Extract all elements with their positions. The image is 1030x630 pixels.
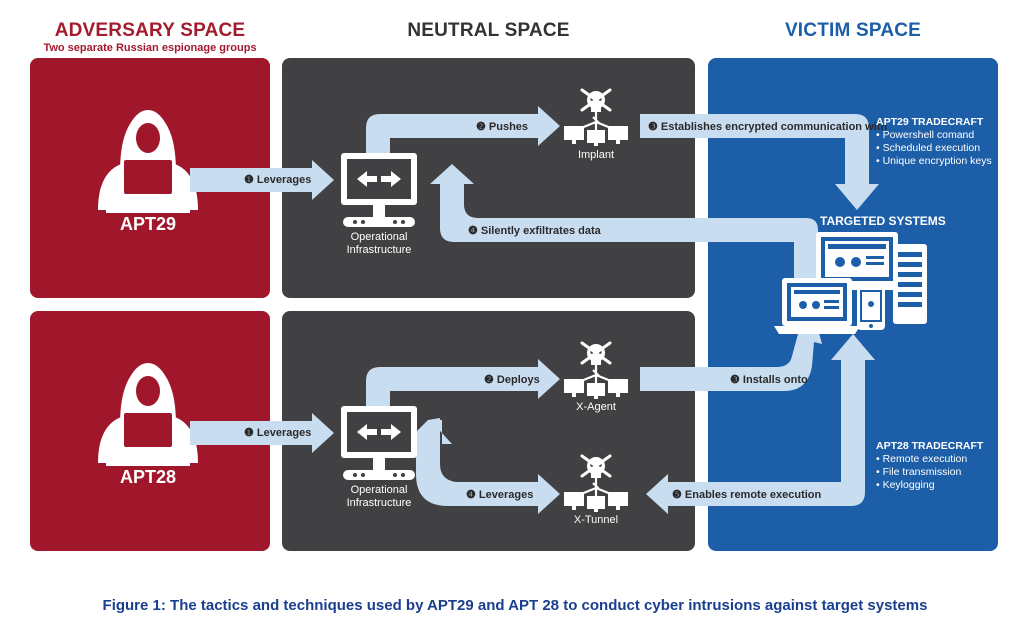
arrow-bottom-enables [646, 334, 875, 514]
infrastructure-line-1: Operational [350, 231, 408, 243]
skull-network-icon-implant [562, 88, 630, 148]
step-bottom-leverages-down: ❹ Leverages [466, 489, 534, 501]
figure-caption: Figure 1: The tactics and techniques use… [102, 597, 928, 614]
step-bottom-deploys: ❷ Deploys [484, 374, 540, 386]
arrow-top-establishes [640, 114, 879, 210]
step-bottom-enables: ❺ Enables remote execution [672, 489, 822, 501]
step-bottom-leverages: ❶ Leverages [244, 427, 312, 439]
tradecraft-apt29-title: APT29 TRADECRAFT [876, 116, 984, 128]
xtunnel-label: X-Tunnel [573, 514, 619, 526]
monitor-arrows-icon-top [341, 153, 417, 227]
infrastructure-label-bottom: Operational Infrastructure [319, 484, 439, 510]
arrow-top-leverages [190, 160, 334, 200]
arrow-bottom-installs [640, 318, 822, 391]
adversary-space-subtitle: Two separate Russian espionage groups [43, 42, 257, 54]
arrow-top-exfiltrates [430, 164, 818, 282]
step-bottom-installs: ❸ Installs onto [730, 374, 808, 386]
arrow-bottom-leverages [190, 413, 334, 453]
neutral-space-header: NEUTRAL SPACE [407, 20, 570, 41]
infrastructure-label-top: Operational Infrastructure [319, 231, 439, 257]
tradecraft-item: • Unique encryption keys [876, 155, 992, 167]
tradecraft-item: • Powershell comand [876, 129, 975, 141]
arrow-top-pushes [366, 106, 560, 160]
tradecraft-item: • Keylogging [876, 479, 935, 491]
infrastructure-line-1: Operational [350, 484, 408, 496]
xagent-label: X-Agent [576, 401, 616, 413]
arrow-bottom-deploys [366, 359, 560, 413]
tradecraft-apt28-title: APT28 TRADECRAFT [876, 440, 984, 452]
tradecraft-item: • Remote execution [876, 453, 968, 465]
skull-network-icon-xagent [562, 341, 630, 401]
implant-label: Implant [577, 149, 615, 161]
adversary-space-header: ADVERSARY SPACE [54, 20, 246, 41]
skull-network-icon-xtunnel [562, 454, 630, 514]
arrow-bottom-leverages-down [406, 418, 560, 514]
infrastructure-line-2: Infrastructure [346, 244, 412, 256]
devices-icon [774, 232, 927, 334]
tradecraft-apt29: APT29 TRADECRAFT • Powershell comand • S… [876, 116, 992, 168]
actor-label-apt28: APT28 [119, 467, 177, 487]
hacker-icon-apt29 [98, 110, 198, 213]
tradecraft-item: • Scheduled execution [876, 142, 981, 154]
actor-label-apt29: APT29 [119, 214, 177, 234]
tradecraft-item: • File transmission [876, 466, 962, 478]
monitor-arrows-icon-bottom [341, 406, 417, 480]
tradecraft-apt28: APT28 TRADECRAFT • Remote execution • Fi… [876, 440, 983, 492]
targeted-systems-label: TARGETED SYSTEMS [820, 214, 946, 228]
hacker-icon-apt28 [98, 363, 198, 466]
step-top-pushes: ❷ Pushes [476, 121, 529, 133]
infrastructure-line-2: Infrastructure [346, 497, 412, 509]
step-top-leverages: ❶ Leverages [244, 174, 312, 186]
step-top-establishes: ❸ Establishes encrypted communication wi… [648, 121, 888, 133]
step-top-exfiltrates: ❹ Silently exfiltrates data [468, 225, 601, 237]
victim-space-header: VICTIM SPACE [784, 20, 922, 41]
